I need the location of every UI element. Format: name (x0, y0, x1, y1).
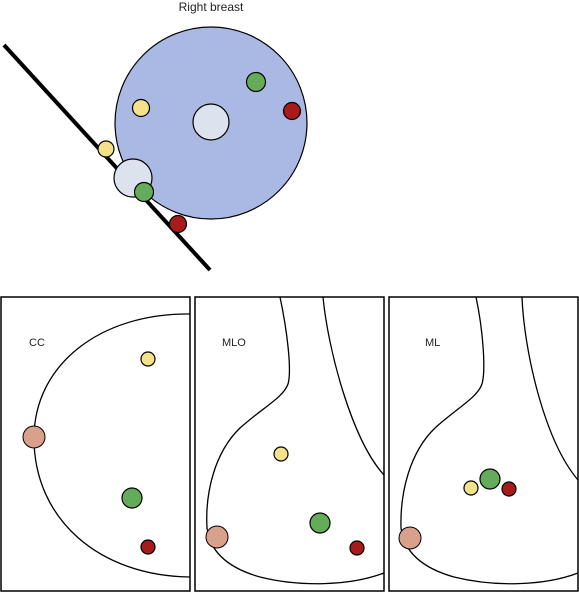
projected-green-marker (133, 181, 155, 203)
view-label-ml: ML (425, 337, 440, 349)
projected-yellow-marker (97, 140, 115, 158)
green-lesion-marker (245, 71, 267, 93)
red-marker-mlo (349, 540, 365, 556)
pectoral-line-ml (521, 296, 579, 481)
green-marker-ml (479, 468, 501, 490)
diagram-title: Right breast (179, 0, 244, 14)
red-lesion-marker (282, 101, 302, 121)
view-label-cc: CC (29, 337, 45, 349)
panel-mlo: MLO (194, 296, 385, 592)
view-label-mlo: MLO (222, 337, 246, 349)
breast-outline-ml (400, 296, 579, 585)
panel-cc-frame (0, 296, 191, 592)
panel-ml-frame (388, 296, 579, 592)
breast-outline-mlo (206, 296, 385, 585)
pectoral-line-mlo (322, 296, 385, 476)
nipple-ml (398, 526, 422, 550)
yellow-marker-mlo (273, 446, 289, 462)
nipple-cc (22, 425, 46, 449)
yellow-marker-ml (463, 480, 479, 496)
red-marker-ml (501, 481, 517, 497)
red-marker-cc (140, 539, 156, 555)
green-marker-cc (121, 487, 143, 509)
yellow-lesion-marker (131, 98, 151, 118)
yellow-marker-cc (140, 351, 156, 367)
panel-cc: CC (0, 296, 191, 592)
central-nipple-area (192, 103, 230, 141)
projected-red-marker (168, 214, 188, 234)
green-marker-mlo (309, 512, 331, 534)
nipple-mlo (205, 525, 229, 549)
panel-ml: ML (388, 296, 579, 592)
top-breast-diagram: Right breast (2, 0, 308, 272)
